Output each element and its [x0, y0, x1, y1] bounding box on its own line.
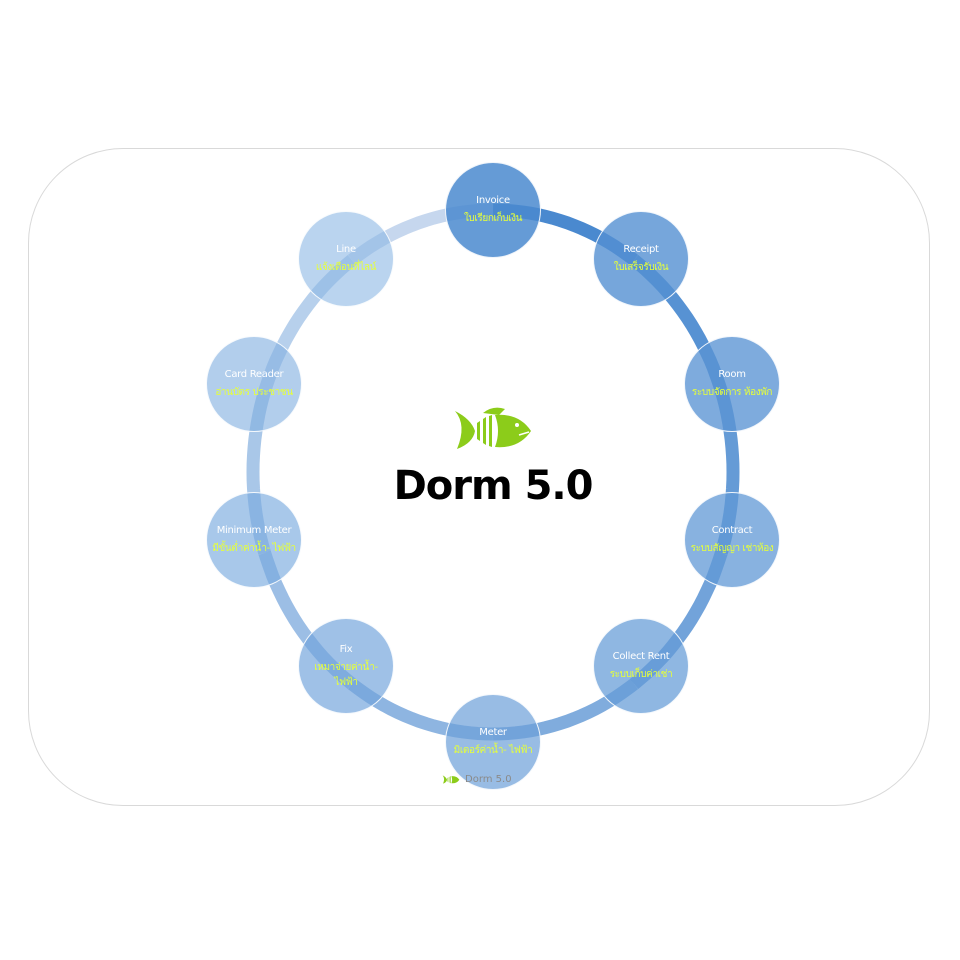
- diagram-card: [28, 148, 930, 806]
- node-title: Minimum Meter: [216, 525, 292, 536]
- node-title: Card Reader: [224, 369, 284, 380]
- footer-text: Dorm 5.0: [465, 774, 512, 785]
- node-line: Line แจ้งเตือนที่ไลน์: [298, 211, 394, 307]
- node-subtitle: แจ้งเตือนที่ไลน์: [315, 262, 377, 273]
- fish-logo-icon: [455, 407, 531, 449]
- node-title: Collect Rent: [612, 651, 670, 662]
- node-collect-rent: Collect Rent ระบบเก็บค่าเช่า: [593, 618, 689, 714]
- node-receipt: Receipt ใบเสร็จรับเงิน: [593, 211, 689, 307]
- node-subtitle: ระบบจัดการ ห้องพัก: [691, 387, 773, 398]
- node-title: Invoice: [476, 195, 510, 206]
- node-subtitle: มิเตอร์ค่าน้ำ- ไฟฟ้า: [453, 745, 533, 756]
- node-subtitle: ระบบสัญญา เช่าห้อง: [690, 543, 774, 554]
- node-minimum-meter: Minimum Meter มีขั้นต่ำค่าน้ำ- ไฟฟ้า: [206, 492, 302, 588]
- footer-brand: Dorm 5.0: [442, 774, 512, 785]
- node-subtitle: เหมาจ่ายค่าน้ำ- ไฟฟ้า: [314, 661, 378, 688]
- node-subtitle: ใบเรียกเก็บเงิน: [463, 213, 523, 224]
- node-card-reader: Card Reader อ่านบัตร ประชาชน: [206, 336, 302, 432]
- fish-logo-small-icon: [442, 775, 460, 784]
- node-fix: Fix เหมาจ่ายค่าน้ำ- ไฟฟ้า: [298, 618, 394, 714]
- node-subtitle: ใบเสร็จรับเงิน: [613, 262, 669, 273]
- node-subtitle: มีขั้นต่ำค่าน้ำ- ไฟฟ้า: [212, 543, 296, 554]
- center-logo: Dorm 5.0: [393, 405, 593, 509]
- node-title: Room: [718, 369, 746, 380]
- node-invoice: Invoice ใบเรียกเก็บเงิน: [445, 162, 541, 258]
- node-title: Line: [336, 244, 356, 255]
- node-subtitle: ระบบเก็บค่าเช่า: [609, 669, 673, 680]
- app-title: Dorm 5.0: [393, 463, 594, 509]
- node-meter: Meter มิเตอร์ค่าน้ำ- ไฟฟ้า: [445, 694, 541, 790]
- node-title: Contract: [711, 525, 753, 536]
- node-title: Meter: [479, 727, 507, 738]
- node-title: Receipt: [623, 244, 659, 255]
- node-title: Fix: [339, 643, 353, 655]
- node-subtitle: อ่านบัตร ประชาชน: [215, 387, 293, 398]
- node-room: Room ระบบจัดการ ห้องพัก: [684, 336, 780, 432]
- node-contract: Contract ระบบสัญญา เช่าห้อง: [684, 492, 780, 588]
